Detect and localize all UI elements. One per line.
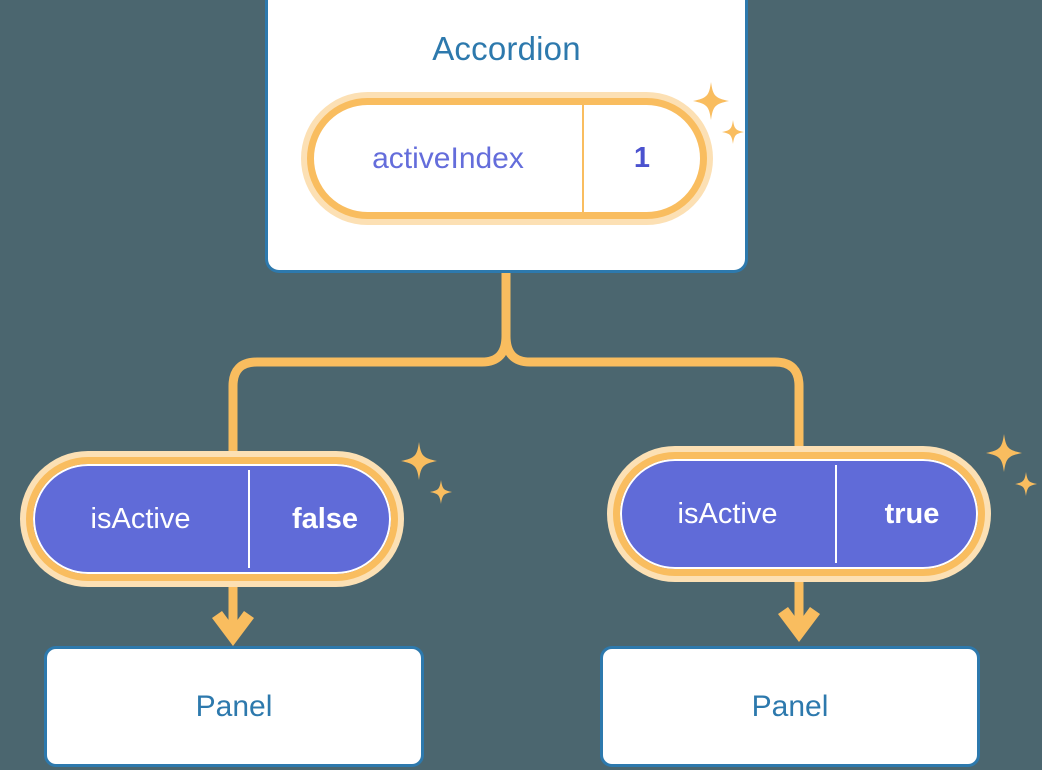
pill-divider <box>248 470 250 568</box>
state-pill-activeindex[interactable]: activeIndex 1 <box>307 98 707 219</box>
state-pill-isactive-true[interactable]: isActive true <box>613 452 985 576</box>
state-key-label: activeIndex <box>314 105 584 212</box>
state-value-label: 1 <box>633 142 651 174</box>
arrow-down-icon-left <box>212 611 254 646</box>
pill-divider <box>835 465 837 563</box>
state-key-label: isActive <box>90 502 191 535</box>
panel-label: Panel <box>195 689 273 723</box>
connector-branch-right <box>501 331 804 455</box>
page-title: Accordion <box>432 30 581 67</box>
sparkle-icon-left <box>401 442 452 504</box>
state-key-label: isActive <box>677 497 778 530</box>
state-value-label: false <box>291 502 359 535</box>
panel-card-left[interactable]: Panel <box>44 646 424 767</box>
state-pill-isactive-false[interactable]: isActive false <box>26 457 398 581</box>
sparkle-icon-right <box>986 434 1037 496</box>
arrow-down-icon-right <box>778 607 820 642</box>
state-value-label: true <box>884 497 940 530</box>
panel-card-right[interactable]: Panel <box>600 646 980 767</box>
connector-branch-left <box>228 331 511 460</box>
panel-label: Panel <box>751 689 829 723</box>
